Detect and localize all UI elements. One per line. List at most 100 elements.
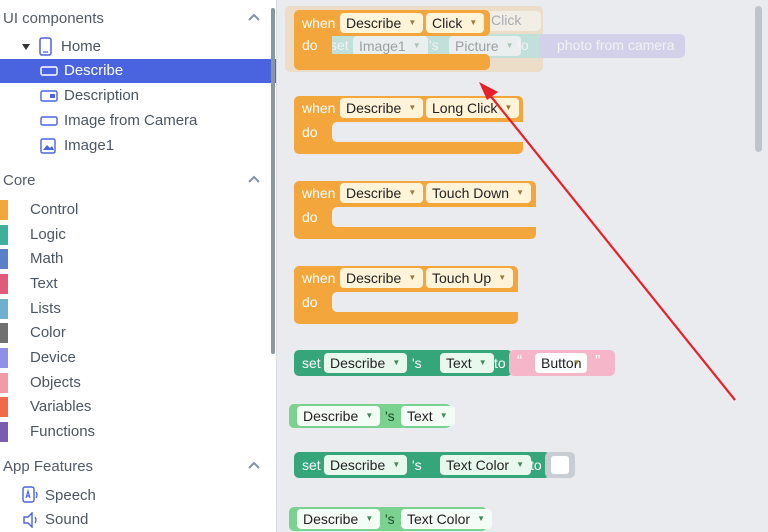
- core-header[interactable]: Core: [0, 168, 270, 192]
- component-dropdown[interactable]: Describe: [340, 183, 424, 203]
- event-block-touch-up[interactable]: when Describe Touch Up do: [294, 266, 518, 324]
- ghost-set-label: set: [330, 37, 349, 53]
- do-slot[interactable]: [332, 292, 518, 312]
- event-block-touch-down[interactable]: when Describe Touch Down do: [294, 181, 536, 239]
- workspace-scrollbar[interactable]: [755, 6, 762, 152]
- ghost-value: photo from camera: [539, 34, 685, 58]
- tree-item-describe[interactable]: Describe: [0, 59, 276, 83]
- property-dropdown[interactable]: Text Color: [401, 509, 493, 529]
- setter-block-text-color[interactable]: set Describe 's Text Color to: [294, 452, 550, 478]
- textbox-icon: [40, 90, 58, 102]
- when-label: when: [302, 100, 336, 116]
- event-block-click-header[interactable]: when Describe Click: [294, 10, 490, 36]
- color-swatch: [0, 323, 8, 343]
- getter-block-text[interactable]: Describe 's Text: [289, 404, 455, 428]
- ghost-value-label: photo from camera: [557, 37, 675, 53]
- component-dropdown[interactable]: Describe: [324, 353, 408, 373]
- button-icon: [40, 66, 58, 76]
- event-block-long-click[interactable]: when Describe Long Click do: [294, 96, 523, 154]
- feature-sound[interactable]: Sound: [0, 508, 276, 532]
- ghost-event-label: Click: [491, 12, 522, 28]
- math-swatch: [0, 249, 8, 269]
- tree-item-image-from-camera[interactable]: Image from Camera: [0, 109, 276, 133]
- caret-down-icon[interactable]: [21, 42, 31, 52]
- do-label: do: [302, 294, 318, 310]
- category-objects[interactable]: Objects: [0, 371, 276, 395]
- ui-components-header[interactable]: UI components: [0, 6, 270, 30]
- color-value-block[interactable]: [545, 452, 575, 478]
- do-label: do: [302, 37, 318, 53]
- event-dropdown[interactable]: Click: [426, 13, 485, 33]
- app-features-title: App Features: [3, 458, 94, 475]
- tree-item-label: Image from Camera: [64, 112, 198, 129]
- logic-swatch: [0, 225, 8, 245]
- device-swatch: [0, 348, 8, 368]
- do-slot[interactable]: [332, 122, 523, 142]
- tree-item-description[interactable]: Description: [0, 84, 276, 108]
- category-math[interactable]: Math: [0, 247, 276, 271]
- possessive-label: 's: [412, 355, 422, 371]
- category-label: Functions: [30, 423, 96, 440]
- category-label: Objects: [30, 374, 81, 391]
- blocks-workspace[interactable]: Click photo from camera set Image1 's Pi…: [277, 0, 768, 532]
- sidebar-scrollbar[interactable]: [271, 8, 275, 354]
- property-dropdown[interactable]: Text Color: [440, 455, 532, 475]
- objects-swatch: [0, 373, 8, 393]
- category-label: Color: [30, 324, 66, 341]
- component-dropdown[interactable]: Describe: [340, 13, 424, 33]
- event-dropdown[interactable]: Touch Up: [426, 268, 514, 288]
- property-dropdown[interactable]: Text: [401, 406, 455, 426]
- speech-icon: [22, 486, 38, 503]
- tree-item-label: Description: [64, 87, 140, 104]
- category-functions[interactable]: Functions: [0, 420, 276, 444]
- category-label: Math: [30, 250, 64, 267]
- do-slot[interactable]: [332, 207, 536, 227]
- set-label: set: [302, 457, 321, 473]
- feature-label: Sound: [45, 511, 89, 528]
- tree-item-image1[interactable]: Image1: [0, 134, 276, 158]
- color-swatch-white[interactable]: [551, 456, 569, 474]
- to-label: to: [494, 355, 506, 371]
- core-title: Core: [3, 172, 36, 189]
- category-device[interactable]: Device: [0, 346, 276, 370]
- property-dropdown[interactable]: Text: [440, 353, 494, 373]
- category-variables[interactable]: Variables: [0, 395, 276, 419]
- app-features-header[interactable]: App Features: [0, 454, 270, 478]
- text-literal-block[interactable]: “ Button ”: [509, 350, 615, 376]
- category-logic[interactable]: Logic: [0, 223, 276, 247]
- lists-swatch: [0, 299, 8, 319]
- category-color[interactable]: Color: [0, 321, 276, 345]
- feature-speech[interactable]: Speech: [0, 484, 276, 508]
- chevron-up-icon[interactable]: [247, 458, 261, 472]
- chevron-up-icon[interactable]: [247, 10, 261, 24]
- setter-block-text[interactable]: set Describe 's Text to: [294, 350, 512, 376]
- text-literal-value[interactable]: Button: [535, 353, 588, 373]
- component-dropdown[interactable]: Describe: [340, 268, 424, 288]
- image-icon: [40, 138, 56, 154]
- open-quote-label: “: [517, 353, 523, 370]
- category-control[interactable]: Control: [0, 198, 276, 222]
- category-label: Variables: [30, 398, 92, 415]
- when-label: when: [302, 15, 336, 31]
- do-label: do: [302, 209, 318, 225]
- component-dropdown[interactable]: Describe: [297, 406, 381, 426]
- control-swatch: [0, 200, 8, 220]
- when-label: when: [302, 185, 336, 201]
- tree-item-home[interactable]: Home: [0, 35, 276, 59]
- possessive-label: 's: [412, 457, 422, 473]
- category-label: Logic: [30, 226, 66, 243]
- component-dropdown[interactable]: Describe: [340, 98, 424, 118]
- to-label: to: [530, 457, 542, 473]
- event-dropdown[interactable]: Long Click: [426, 98, 520, 118]
- chevron-up-icon[interactable]: [247, 172, 261, 186]
- component-dropdown[interactable]: Describe: [297, 509, 381, 529]
- category-text[interactable]: Text: [0, 272, 276, 296]
- when-label: when: [302, 270, 336, 286]
- tree-item-label: Home: [61, 38, 102, 55]
- component-dropdown[interactable]: Describe: [324, 455, 408, 475]
- getter-block-text-color[interactable]: Describe 's Text Color: [289, 507, 493, 531]
- ghost-target-dropdown: Image1: [353, 36, 428, 56]
- blocks-sidebar: UI components Home Describe Description …: [0, 0, 277, 532]
- event-dropdown[interactable]: Touch Down: [426, 183, 532, 203]
- category-lists[interactable]: Lists: [0, 297, 276, 321]
